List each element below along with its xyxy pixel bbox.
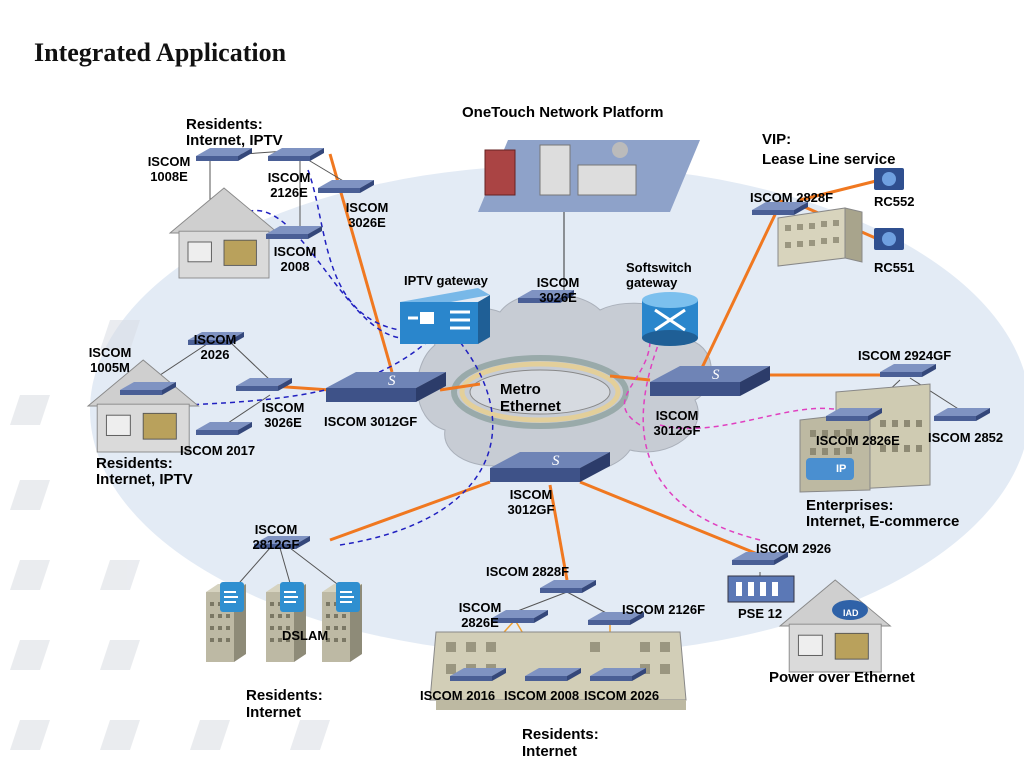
building-residents-subtitle: Internet (522, 743, 578, 760)
pse12-icon (727, 575, 795, 603)
vip-switch-label: ISCOM 2828F (750, 190, 834, 205)
rc552-icon (874, 168, 904, 190)
iscom-3012gf-left-label: ISCOM 3012GF (324, 414, 418, 429)
enterprises-title: Enterprises: (806, 497, 894, 514)
residents-top-subtitle: Internet, IPTV (186, 132, 283, 149)
iscom-2926-label: ISCOM 2926 (756, 541, 832, 556)
iad-label: IAD (843, 608, 859, 618)
iscom-2826e-bottom-label: ISCOM 2826E (458, 600, 502, 630)
iscom-2812gf-label: ISCOM 2812GF (252, 522, 300, 552)
residents-top-title: Residents: (186, 116, 263, 133)
dslam-residents-subtitle: Internet (246, 704, 302, 721)
iscom-2008-top-label: ISCOM 2008 (273, 244, 317, 274)
switch-iscom-1008e (196, 148, 252, 161)
iptv-flows (184, 169, 494, 546)
iscom-2924gf-label: ISCOM 2924GF (858, 348, 952, 363)
residents-left-title: Residents: (96, 455, 173, 472)
page-title: Integrated Application (34, 38, 287, 67)
metro-ring (451, 355, 629, 429)
vip-subtitle: Lease Line service (762, 151, 896, 168)
iscom-3026e-center-label: ISCOM 3026E (536, 275, 580, 305)
iscom-2828f-bottom-label: ISCOM 2828F (486, 564, 570, 579)
iptv-gateway-label: IPTV gateway (404, 273, 488, 288)
iscom-3026e-top-label: ISCOM 3026E (345, 200, 389, 230)
softswitch-icon (642, 292, 698, 346)
iad-icon (832, 600, 868, 620)
rc552-label: RC552 (874, 194, 915, 209)
iscom-2126e-label: ISCOM 2126E (267, 170, 311, 200)
dslam-residents-title: Residents: (246, 687, 323, 704)
residents-left-subtitle: Internet, IPTV (96, 471, 193, 488)
iscom-2026-bottom-label: ISCOM 2026 (584, 688, 660, 703)
building-residents-title: Residents: (522, 726, 599, 743)
rc551-icon (874, 228, 904, 250)
iscom-2126f-label: ISCOM 2126F (622, 602, 706, 617)
iscom-1008e-label: ISCOM 1008E (147, 154, 191, 184)
metro-ethernet-label: Metro Ethernet (500, 381, 561, 415)
poe-label: Power over Ethernet (769, 669, 915, 686)
iscom-3012gf-right-label: ISCOM 3012GF (653, 408, 701, 438)
pse12-label: PSE 12 (738, 606, 783, 621)
iscom-2852-label: ISCOM 2852 (928, 430, 1004, 445)
vip-building (777, 207, 863, 267)
iptv-gateway-icon (400, 288, 490, 344)
dslam-tower-1 (205, 581, 247, 663)
iscom-2826e-ent-label: ISCOM 2826E (816, 433, 900, 448)
iscom-2017-label: ISCOM 2017 (180, 443, 256, 458)
ip-phone-label: IP (836, 463, 847, 475)
iscom-3026e-left-label: ISCOM 3026E (261, 400, 305, 430)
rc551-label: RC551 (874, 260, 915, 275)
trunk-links (271, 153, 881, 581)
voip-flows (623, 339, 841, 541)
iscom-2016-label: ISCOM 2016 (420, 688, 496, 703)
softswitch-label: Softswitch gateway (626, 260, 692, 290)
platform-floor (478, 140, 700, 212)
enterprises-subtitle: Internet, E-commerce (806, 513, 960, 530)
switch-iscom-2126e (268, 148, 324, 161)
dslam-label: DSLAM (282, 628, 329, 643)
iscom-2026-left-label: ISCOM 2026 (193, 332, 237, 362)
iscom-1005m-label: ISCOM 1005M (88, 345, 132, 375)
background-stripes (10, 320, 330, 750)
dslam-tower-3 (321, 581, 363, 663)
platform-label: OneTouch Network Platform (462, 104, 664, 121)
house-top (169, 187, 279, 279)
iscom-3012gf-bottom-label: ISCOM 3012GF (507, 487, 555, 517)
dslam-tower-2 (265, 581, 307, 663)
vip-title: VIP: (762, 131, 792, 148)
iscom-2008-bottom-label: ISCOM 2008 (504, 688, 580, 703)
